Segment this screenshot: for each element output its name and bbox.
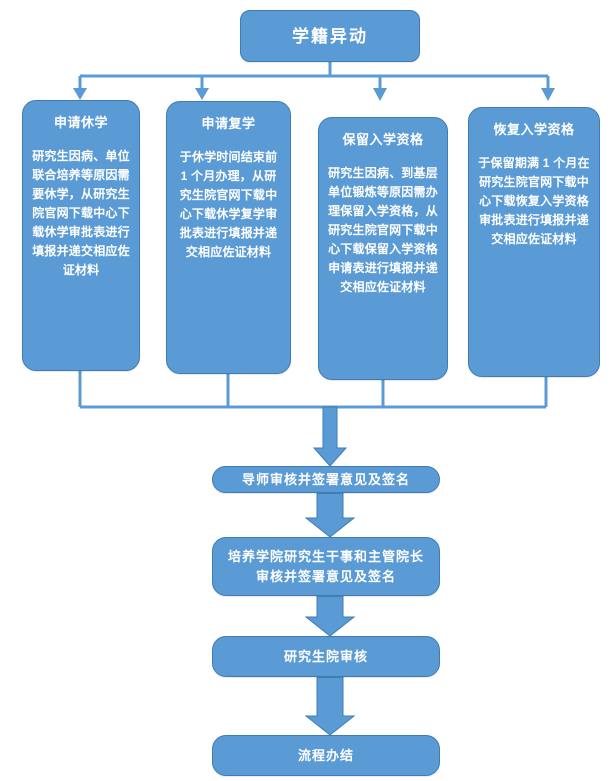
- block-arrow-to-stage-3: [304, 595, 356, 637]
- node-branch-4-body: 于保留期满 1 个月在研究生院官网下载中心下载恢复入学资格审批表进行填报并递交相…: [478, 156, 590, 246]
- node-stage-3-label: 研究生院审核: [283, 648, 368, 664]
- node-branch-apply-suspension[interactable]: 申请休学 研究生因病、单位联合培养等原因需要休学，从研究生院官网下载中心下载休学…: [22, 100, 140, 371]
- node-branch-1-title: 申请休学: [53, 115, 108, 130]
- node-branch-apply-resumption[interactable]: 申请复学 于休学时间结束前 1 个月办理，从研究生院官网下载中心下载休学复学审批…: [166, 101, 291, 374]
- node-stage-2-label: 培养学院研究生干事和主管院长审核并签署意见及签名: [227, 548, 424, 584]
- arrowhead-branch-3: [373, 88, 387, 101]
- node-branch-2-title: 申请复学: [201, 116, 256, 131]
- node-stage-process-complete[interactable]: 流程办结: [212, 735, 440, 776]
- arrowhead-branch-2: [195, 88, 209, 100]
- node-branch-restore-admission[interactable]: 恢复入学资格 于保留期满 1 个月在研究生院官网下载中心下载恢复入学资格审批表进…: [468, 107, 600, 377]
- node-stage-graduate-school-review[interactable]: 研究生院审核: [212, 636, 440, 677]
- block-arrow-to-stage-4: [304, 676, 356, 736]
- node-stage-4-label: 流程办结: [297, 747, 354, 763]
- node-stage-advisor-review[interactable]: 导师审核并签署意见及签名: [212, 466, 440, 493]
- block-arrow-to-stage-2: [304, 492, 356, 538]
- node-stage-1-label: 导师审核并签署意见及签名: [241, 471, 410, 487]
- node-branch-1-body: 研究生因病、单位联合培养等原因需要休学，从研究生院官网下载中心下载休学审批表进行…: [32, 149, 130, 277]
- split-arrowheads: [73, 88, 555, 101]
- node-branch-4-title: 恢复入学资格: [493, 122, 575, 137]
- arrowhead-branch-1: [73, 88, 87, 100]
- arrowhead-branch-4: [541, 88, 555, 101]
- node-branch-3-body: 研究生因病、到基层单位锻炼等原因需办理保留入学资格，从研究生院官网下载中心下载保…: [328, 166, 438, 294]
- node-root[interactable]: 学籍异动: [240, 10, 420, 62]
- block-arrow-to-stage-1: [312, 406, 348, 467]
- node-branch-3-title: 保留入学资格: [342, 132, 424, 147]
- node-stage-college-review[interactable]: 培养学院研究生干事和主管院长审核并签署意见及签名: [212, 537, 440, 596]
- node-branch-2-body: 于休学时间结束前 1 个月办理，从研究生院官网下载中心下载休学复学审批表进行填报…: [179, 150, 278, 259]
- node-root-label: 学籍异动: [292, 26, 368, 46]
- node-branch-retain-admission[interactable]: 保留入学资格 研究生因病、到基层单位锻炼等原因需办理保留入学资格，从研究生院官网…: [318, 117, 448, 380]
